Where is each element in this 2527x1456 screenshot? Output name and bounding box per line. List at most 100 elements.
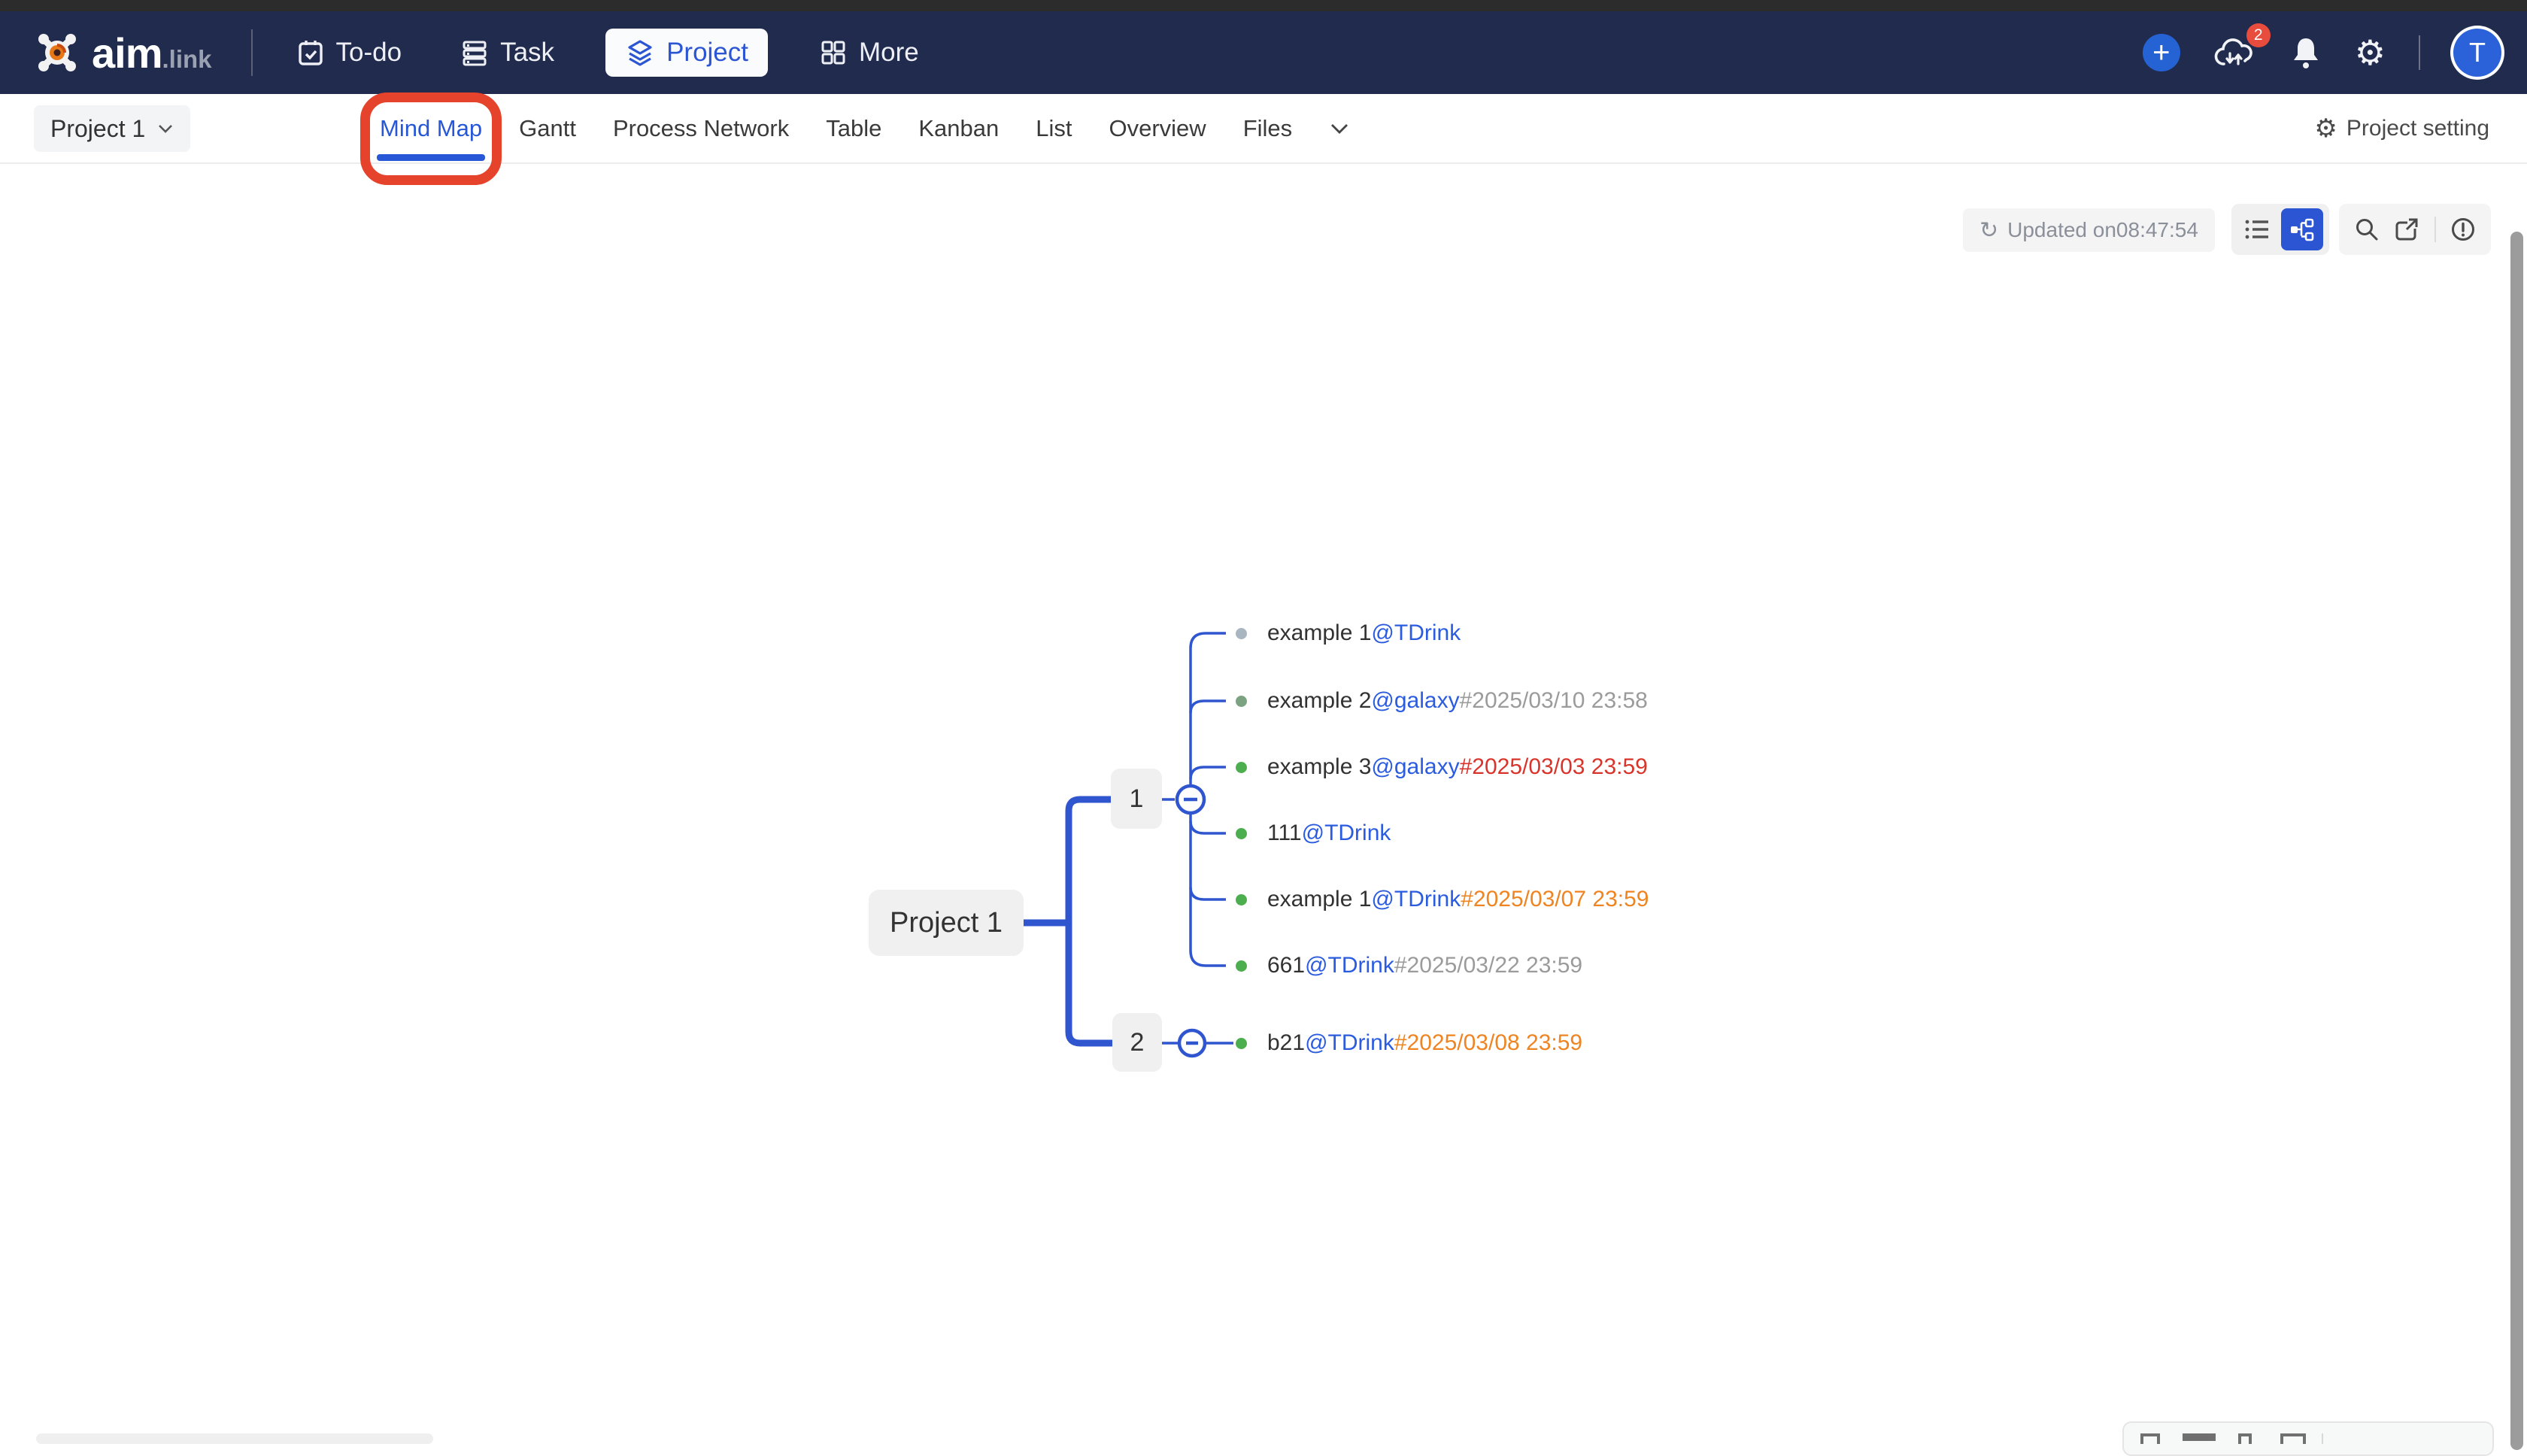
nav-item-project[interactable]: Project <box>605 29 768 77</box>
search-button[interactable] <box>2354 217 2380 242</box>
mindmap-task-row[interactable]: example 1@TDrink#2025/03/07 23:59 <box>1236 884 1649 915</box>
project-tab-bar: Project 1 Mind Map Gantt Process Network… <box>0 93 2527 185</box>
tab-label: Table <box>826 114 882 141</box>
task-due-date: #2025/03/22 23:59 <box>1394 953 1583 978</box>
nav-item-more[interactable]: More <box>811 29 927 77</box>
gear-outline-icon: ⚙ <box>2314 113 2337 144</box>
updated-status-pill[interactable]: ↻ Updated on08:47:54 <box>1963 208 2215 252</box>
horizontal-scrollbar-thumb[interactable] <box>36 1433 433 1444</box>
notifications-button[interactable] <box>2290 35 2322 70</box>
sync-button[interactable]: 2 <box>2213 23 2271 70</box>
mindmap-task-row[interactable]: 111@TDrink <box>1236 817 1391 849</box>
tab-label: Mind Map <box>380 114 483 141</box>
status-bullet-icon <box>1236 827 1247 839</box>
tab-label: Files <box>1242 114 1293 141</box>
tab-label: Kanban <box>918 114 1000 141</box>
navbar-divider <box>250 29 253 76</box>
gear-icon: ⚙ <box>2354 32 2386 73</box>
user-avatar[interactable]: T <box>2453 29 2501 77</box>
task-assignee-link[interactable]: @TDrink <box>1305 953 1394 978</box>
bottom-zoom-toolbar-partial[interactable] <box>2122 1421 2494 1456</box>
refresh-icon: ↻ <box>1979 217 1999 244</box>
tab-gantt[interactable]: Gantt <box>519 94 576 162</box>
info-icon <box>2452 218 2475 241</box>
list-view-button[interactable] <box>2236 208 2278 250</box>
task-assignee-link[interactable]: @TDrink <box>1305 1030 1394 1055</box>
add-button[interactable]: + <box>2142 34 2180 71</box>
project-layers-icon <box>628 40 652 66</box>
project-setting-button[interactable]: ⚙ Project setting <box>2314 94 2489 162</box>
status-bullet-icon <box>1236 893 1247 905</box>
mindmap-root-node[interactable]: Project 1 <box>869 890 1024 956</box>
cloud-sync-icon <box>2214 38 2252 65</box>
chevron-down-icon <box>159 125 173 133</box>
status-bullet-icon <box>1236 627 1247 639</box>
aim-logo-icon <box>38 34 76 71</box>
todo-calendar-icon <box>298 41 323 65</box>
tab-kanban[interactable]: Kanban <box>918 94 999 162</box>
tab-list[interactable]: List <box>1036 94 1072 162</box>
export-button[interactable] <box>2394 217 2419 242</box>
task-title: example 3 <box>1267 754 1372 779</box>
window-chrome-strip <box>0 0 2527 11</box>
collapse-toggle-node-2[interactable] <box>1179 1030 1205 1056</box>
task-title: example 2 <box>1267 688 1372 713</box>
project-selector[interactable]: Project 1 <box>34 105 191 152</box>
tab-process-network[interactable]: Process Network <box>613 94 789 162</box>
app-logo[interactable]: aim.link <box>33 29 212 77</box>
status-bullet-icon <box>1236 1037 1247 1049</box>
view-tabs: Mind Map Gantt Process Network Table Kan… <box>360 93 1350 185</box>
mindmap-branch-node-2[interactable]: 2 <box>1112 1013 1162 1072</box>
tab-overview[interactable]: Overview <box>1109 94 1206 162</box>
tab-label: Overview <box>1109 114 1206 141</box>
vertical-scrollbar-thumb[interactable] <box>2510 232 2523 1450</box>
task-assignee-link[interactable]: @galaxy <box>1371 754 1460 779</box>
avatar-divider <box>2419 35 2420 70</box>
tab-label: Process Network <box>612 114 790 141</box>
mindmap-view-button[interactable] <box>2281 208 2323 250</box>
status-bullet-icon <box>1236 960 1247 972</box>
task-title: 111 <box>1267 821 1302 845</box>
collapse-toggle-node-1[interactable] <box>1177 786 1204 813</box>
fit-view-icon[interactable] <box>2140 1433 2160 1444</box>
task-list-icon <box>463 41 487 66</box>
mindmap-branch-node-1[interactable]: 1 <box>1111 769 1162 829</box>
project-selector-label: Project 1 <box>50 114 146 142</box>
mindmap-task-row[interactable]: 661@TDrink#2025/03/22 23:59 <box>1236 950 1582 981</box>
chevron-down-icon <box>1331 123 1348 134</box>
mindmap-task-row[interactable]: example 1@TDrink <box>1236 617 1461 649</box>
tabs-overflow-chevron[interactable] <box>1329 94 1350 162</box>
tab-mind-map[interactable]: Mind Map <box>360 93 502 185</box>
nav-item-label: More <box>859 38 919 67</box>
nav-item-task[interactable]: Task <box>453 29 562 77</box>
nav-item-todo[interactable]: To-do <box>289 29 410 77</box>
fullscreen-icon[interactable] <box>2280 1433 2306 1444</box>
status-bullet-icon <box>1236 695 1247 707</box>
task-due-date: #2025/03/10 23:58 <box>1459 688 1648 713</box>
toolbar-divider <box>2434 217 2436 242</box>
task-assignee-link[interactable]: @TDrink <box>1301 821 1391 845</box>
mindmap-view-icon <box>2291 218 2314 241</box>
top-navbar: aim.link To-do Task <box>0 11 2527 94</box>
info-button[interactable] <box>2450 217 2476 242</box>
mindmap-task-row[interactable]: example 3@galaxy#2025/03/03 23:59 <box>1236 751 1648 783</box>
task-assignee-link[interactable]: @TDrink <box>1371 887 1461 912</box>
zoom-icon[interactable] <box>2238 1433 2252 1444</box>
bell-icon <box>2293 38 2318 68</box>
tab-table[interactable]: Table <box>826 94 881 162</box>
task-assignee-link[interactable]: @galaxy <box>1371 688 1460 713</box>
logo-suffix: .link <box>162 44 212 73</box>
mindmap-task-row[interactable]: example 2@galaxy#2025/03/10 23:58 <box>1236 685 1648 717</box>
navbar-right-cluster: + 2 ⚙ T <box>2142 23 2527 77</box>
bottom-toolbar-divider <box>2322 1433 2323 1444</box>
settings-button[interactable]: ⚙ <box>2355 32 2386 73</box>
share-export-icon <box>2395 218 2418 241</box>
mindmap-task-row[interactable]: b21@TDrink#2025/03/08 23:59 <box>1236 1027 1582 1059</box>
task-assignee-link[interactable]: @TDrink <box>1371 620 1461 645</box>
status-bullet-icon <box>1236 761 1247 773</box>
tab-label: Gantt <box>519 114 576 141</box>
notification-badge: 2 <box>2246 23 2271 47</box>
canvas-tools-group <box>2339 204 2491 255</box>
tab-files[interactable]: Files <box>1243 94 1292 162</box>
search-icon <box>2356 219 2378 241</box>
